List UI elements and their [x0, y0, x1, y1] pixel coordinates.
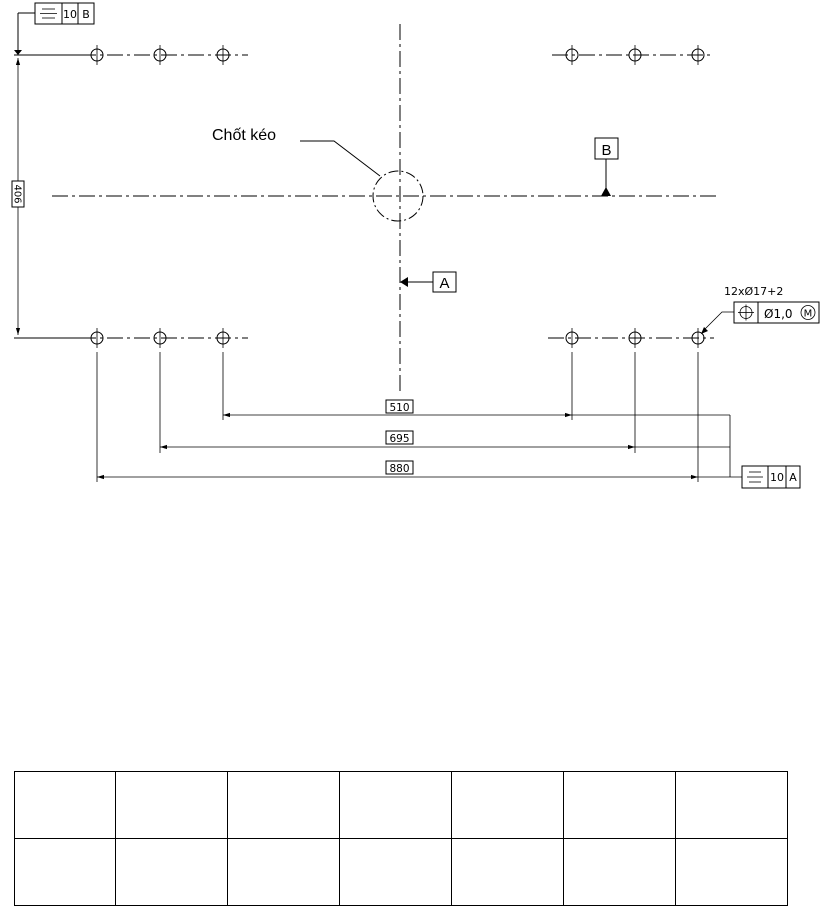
table-cell [227, 771, 340, 839]
table-cell [451, 771, 564, 839]
table-row [14, 771, 788, 839]
table-cell [14, 838, 116, 906]
hole-note: 12xØ17+2 [724, 285, 783, 298]
table-cell [675, 771, 788, 839]
hole [691, 45, 705, 65]
table-cell [227, 838, 340, 906]
table-cell [14, 771, 116, 839]
dimension-695: 695 [389, 433, 409, 445]
dimension-406: 406 [12, 184, 23, 203]
hole [216, 328, 230, 348]
hole [628, 45, 642, 65]
table-cell [115, 838, 228, 906]
table-cell [451, 838, 564, 906]
table-cell [339, 771, 452, 839]
datum-a-label: A [439, 275, 449, 292]
dimension-406-box [11, 180, 25, 208]
dimension-510: 510 [389, 402, 409, 414]
svg-text:10: 10 [63, 8, 77, 21]
hole [90, 328, 104, 348]
hole [565, 45, 579, 65]
pin-circle [372, 170, 424, 222]
svg-text:A: A [789, 471, 797, 484]
technical-drawing: Chốt kéo B A 10 B 406 510 695 880 [11, 2, 820, 489]
hole [90, 45, 104, 65]
bottom-feature-control-frame: 10 A [741, 465, 801, 489]
table-cell [115, 771, 228, 839]
table-cell [675, 838, 788, 906]
table-cell [563, 838, 676, 906]
position-leader [702, 311, 734, 332]
hole [153, 328, 167, 348]
table-cell [339, 838, 452, 906]
svg-text:B: B [82, 8, 90, 21]
hole [153, 45, 167, 65]
datum-b-label: B [601, 142, 611, 159]
hole [628, 328, 642, 348]
position-feature-control-frame: Ø1,0 M [733, 301, 820, 324]
dimension-880: 880 [389, 463, 409, 475]
hole [565, 328, 579, 348]
top-feature-control-frame: 10 B [34, 2, 95, 25]
datum-b-triangle [601, 187, 611, 196]
table-row [14, 838, 788, 906]
hole [691, 328, 705, 348]
datum-a-triangle [400, 277, 408, 287]
pin-leader [300, 140, 381, 177]
svg-text:10: 10 [770, 471, 784, 484]
svg-text:M: M [804, 309, 813, 320]
table-cell [563, 771, 676, 839]
hole [216, 45, 230, 65]
empty-table [14, 771, 788, 906]
svg-text:Ø1,0: Ø1,0 [764, 307, 793, 321]
pin-label: Chốt kéo [212, 127, 276, 144]
